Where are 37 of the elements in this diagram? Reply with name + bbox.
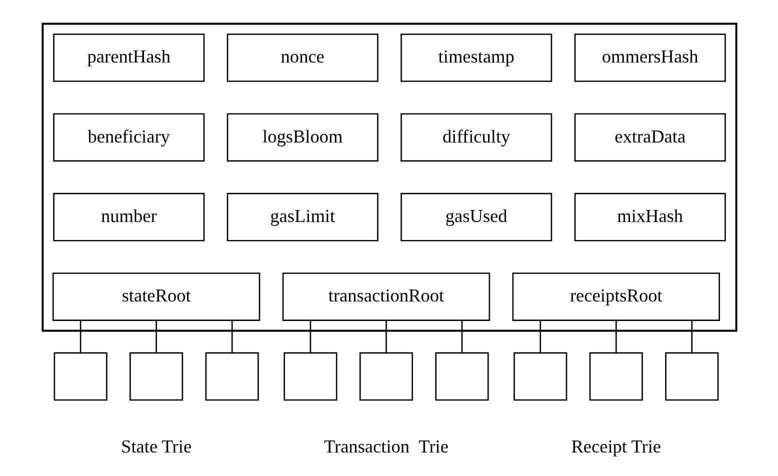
node-box: gasLimit — [226, 192, 378, 242]
node-box — [283, 352, 337, 401]
node-box: beneficiary — [52, 113, 204, 162]
node-box — [53, 352, 107, 401]
node-box: transactionRoot — [282, 272, 490, 321]
connector — [155, 320, 156, 353]
node-box: number — [52, 192, 204, 242]
connector — [690, 320, 692, 353]
connector — [79, 320, 81, 353]
node-box: receiptsRoot — [512, 272, 720, 321]
node-box: logsBloom — [226, 113, 378, 162]
connector — [460, 320, 462, 353]
node-box — [129, 352, 183, 401]
label: Transaction Trie — [323, 436, 448, 456]
node-box — [513, 352, 567, 401]
label: State Trie — [120, 436, 192, 456]
node-box: parentHash — [52, 34, 204, 82]
node-box — [434, 352, 488, 401]
connector — [385, 320, 386, 353]
connector — [230, 320, 232, 353]
node-box: timestamp — [400, 34, 552, 82]
node-box — [358, 352, 413, 401]
connector — [539, 320, 541, 353]
node-box — [588, 352, 642, 401]
node-box: ommersHash — [574, 34, 726, 82]
cluster — [41, 22, 737, 332]
node-box — [204, 352, 258, 401]
connector — [615, 320, 616, 353]
label: Receipt Trie — [570, 436, 661, 456]
node-box — [664, 352, 718, 401]
node-box: extraData — [574, 113, 726, 162]
node-box: stateRoot — [52, 272, 260, 321]
node-box: nonce — [226, 34, 378, 82]
node-box: mixHash — [574, 192, 726, 242]
node-box: difficulty — [400, 113, 552, 162]
node-box: gasUsed — [400, 192, 552, 242]
connector — [309, 320, 311, 353]
